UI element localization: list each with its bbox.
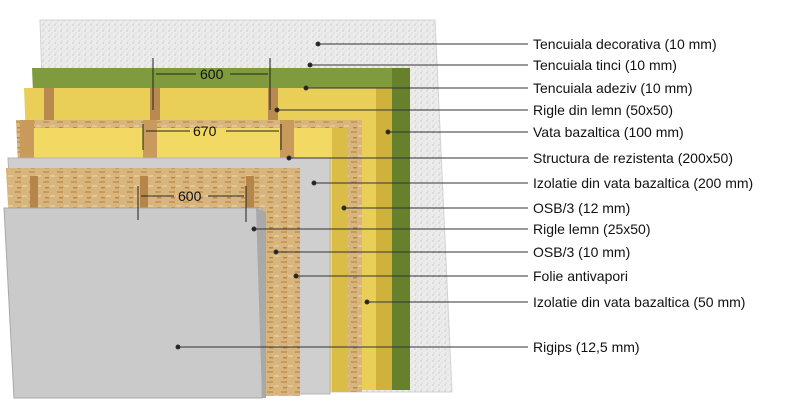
rigips-edge (256, 208, 266, 398)
dimension-middle-value: 670 (193, 123, 217, 139)
label-izolatie-50: Izolatie din vata bazaltica (50 mm) (533, 294, 746, 310)
dimension-bottom-value: 600 (178, 188, 202, 204)
rigips-board (3, 207, 263, 399)
dimension-top-value: 600 (200, 66, 224, 82)
dimension-middle (142, 124, 282, 150)
outer-wool-edge (376, 88, 392, 390)
label-izolatie-200: Izolatie din vata bazaltica (200 mm) (533, 175, 754, 191)
label-osb-12: OSB/3 (12 mm) (533, 200, 631, 216)
leader-lines (175, 41, 528, 350)
label-tencuiala-tinci: Tencuiala tinci (10 mm) (533, 57, 677, 73)
label-folie-antivapori: Folie antivapori (533, 268, 628, 284)
label-vata-bazaltica: Vata bazaltica (100 mm) (533, 124, 684, 140)
label-tencuiala-adeziv: Tencuiala adeziv (10 mm) (533, 80, 693, 96)
dimension-bottom (137, 186, 247, 222)
dimension-top (152, 58, 271, 110)
inner-wool-edge (332, 128, 348, 392)
label-rigips: Rigips (12,5 mm) (533, 339, 640, 355)
label-tencuiala-decorativa: Tencuiala decorativa (10 mm) (533, 36, 717, 52)
label-rigle-din-lemn: Rigle din lemn (50x50) (533, 102, 674, 118)
label-rigle-lemn: Rigle lemn (25x50) (533, 221, 651, 237)
label-osb-10: OSB/3 (10 mm) (533, 244, 631, 260)
label-structura-rezistenta: Structura de rezistenta (200x50) (533, 150, 733, 166)
